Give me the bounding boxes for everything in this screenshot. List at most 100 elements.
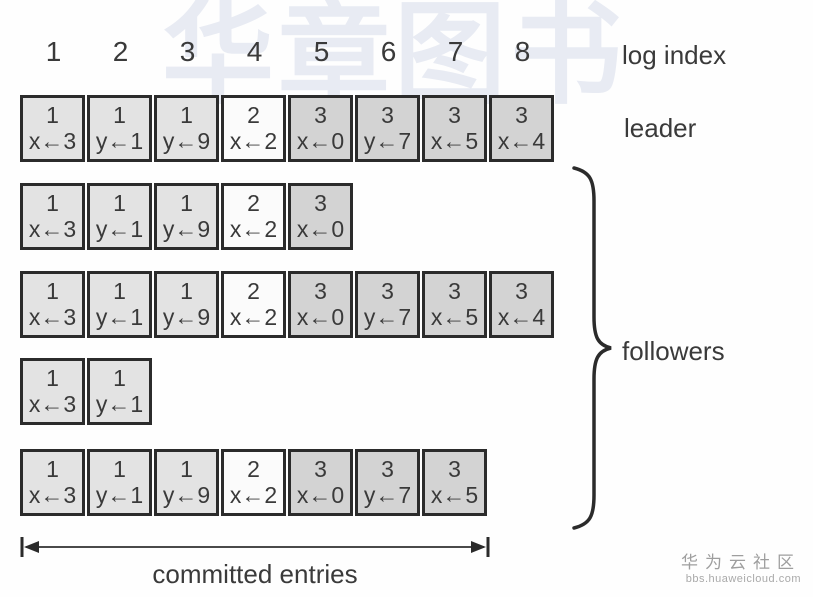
entry-term: 3 — [314, 101, 327, 128]
entry-term: 1 — [180, 277, 193, 304]
log-index-1: 1 — [45, 36, 62, 67]
entry-term: 1 — [113, 101, 126, 128]
entry-term: 1 — [46, 364, 59, 391]
committed-entries-label: committed entries — [152, 559, 358, 589]
entry-command: y←9 — [162, 215, 211, 242]
entry-term: 2 — [247, 189, 260, 216]
entry-command: x←3 — [28, 303, 77, 330]
entry-command: x←2 — [229, 127, 278, 154]
entry-command: x←2 — [229, 303, 278, 330]
watermark-community-url: bbs.huaweicloud.com — [685, 573, 801, 586]
entry-command: y←1 — [95, 215, 144, 242]
entry-command: x←5 — [430, 303, 479, 330]
entry-term: 3 — [381, 101, 394, 128]
entry-term: 1 — [180, 101, 193, 128]
entry-command: y←1 — [95, 127, 144, 154]
entry-term: 3 — [314, 455, 327, 482]
entry-term: 2 — [247, 101, 260, 128]
log-index-4: 4 — [246, 36, 263, 67]
watermark-bottom: 华为云社区 bbs.huaweicloud.com — [681, 552, 801, 587]
entry-command: x←5 — [430, 481, 479, 508]
entry-command: x←2 — [229, 481, 278, 508]
log-index-2: 2 — [112, 36, 129, 67]
entry-term: 1 — [113, 277, 126, 304]
log-index-row: 1 2 3 4 5 6 7 8 — [20, 36, 556, 68]
log-index-5: 5 — [313, 36, 330, 67]
entry-command: y←7 — [363, 127, 412, 154]
log-index-8: 8 — [514, 36, 531, 67]
watermark-community-name: 华为云社区 — [681, 553, 801, 572]
entry-command: x←5 — [430, 127, 479, 154]
entry-command: y←9 — [162, 303, 211, 330]
entry-term: 1 — [113, 455, 126, 482]
entry-command: x←3 — [28, 390, 77, 417]
entry-term: 2 — [247, 455, 260, 482]
committed-entries-arrow — [20, 537, 490, 557]
leader-label: leader — [624, 113, 697, 143]
entry-term: 1 — [46, 455, 59, 482]
entry-command: x←0 — [296, 127, 345, 154]
entry-command: y←1 — [95, 303, 144, 330]
entry-command: x←4 — [497, 303, 546, 330]
entry-command: x←3 — [28, 215, 77, 242]
entry-term: 1 — [113, 189, 126, 216]
entry-term: 3 — [381, 455, 394, 482]
entry-command: y←1 — [95, 481, 144, 508]
entry-term: 3 — [314, 189, 327, 216]
entry-command: x←0 — [296, 215, 345, 242]
log-index-6: 6 — [380, 36, 397, 67]
entry-term: 1 — [46, 277, 59, 304]
entry-term: 2 — [247, 277, 260, 304]
entry-term: 3 — [448, 455, 461, 482]
log-index-7: 7 — [447, 36, 464, 67]
entry-term: 3 — [515, 101, 528, 128]
entry-term: 1 — [113, 364, 126, 391]
followers-label: followers — [622, 336, 725, 366]
entry-command: y←9 — [162, 127, 211, 154]
entry-term: 3 — [515, 277, 528, 304]
entry-command: x←3 — [28, 481, 77, 508]
entry-term: 1 — [46, 101, 59, 128]
entry-command: y←7 — [363, 303, 412, 330]
followers-brace — [572, 166, 612, 530]
log-index-label: log index — [622, 40, 727, 70]
entry-term: 3 — [381, 277, 394, 304]
entry-command: y←7 — [363, 481, 412, 508]
entry-command: y←9 — [162, 481, 211, 508]
entry-command: x←0 — [296, 303, 345, 330]
entry-command: x←2 — [229, 215, 278, 242]
entry-command: x←0 — [296, 481, 345, 508]
log-index-3: 3 — [179, 36, 196, 67]
entry-term: 1 — [180, 189, 193, 216]
entry-command: x←3 — [28, 127, 77, 154]
